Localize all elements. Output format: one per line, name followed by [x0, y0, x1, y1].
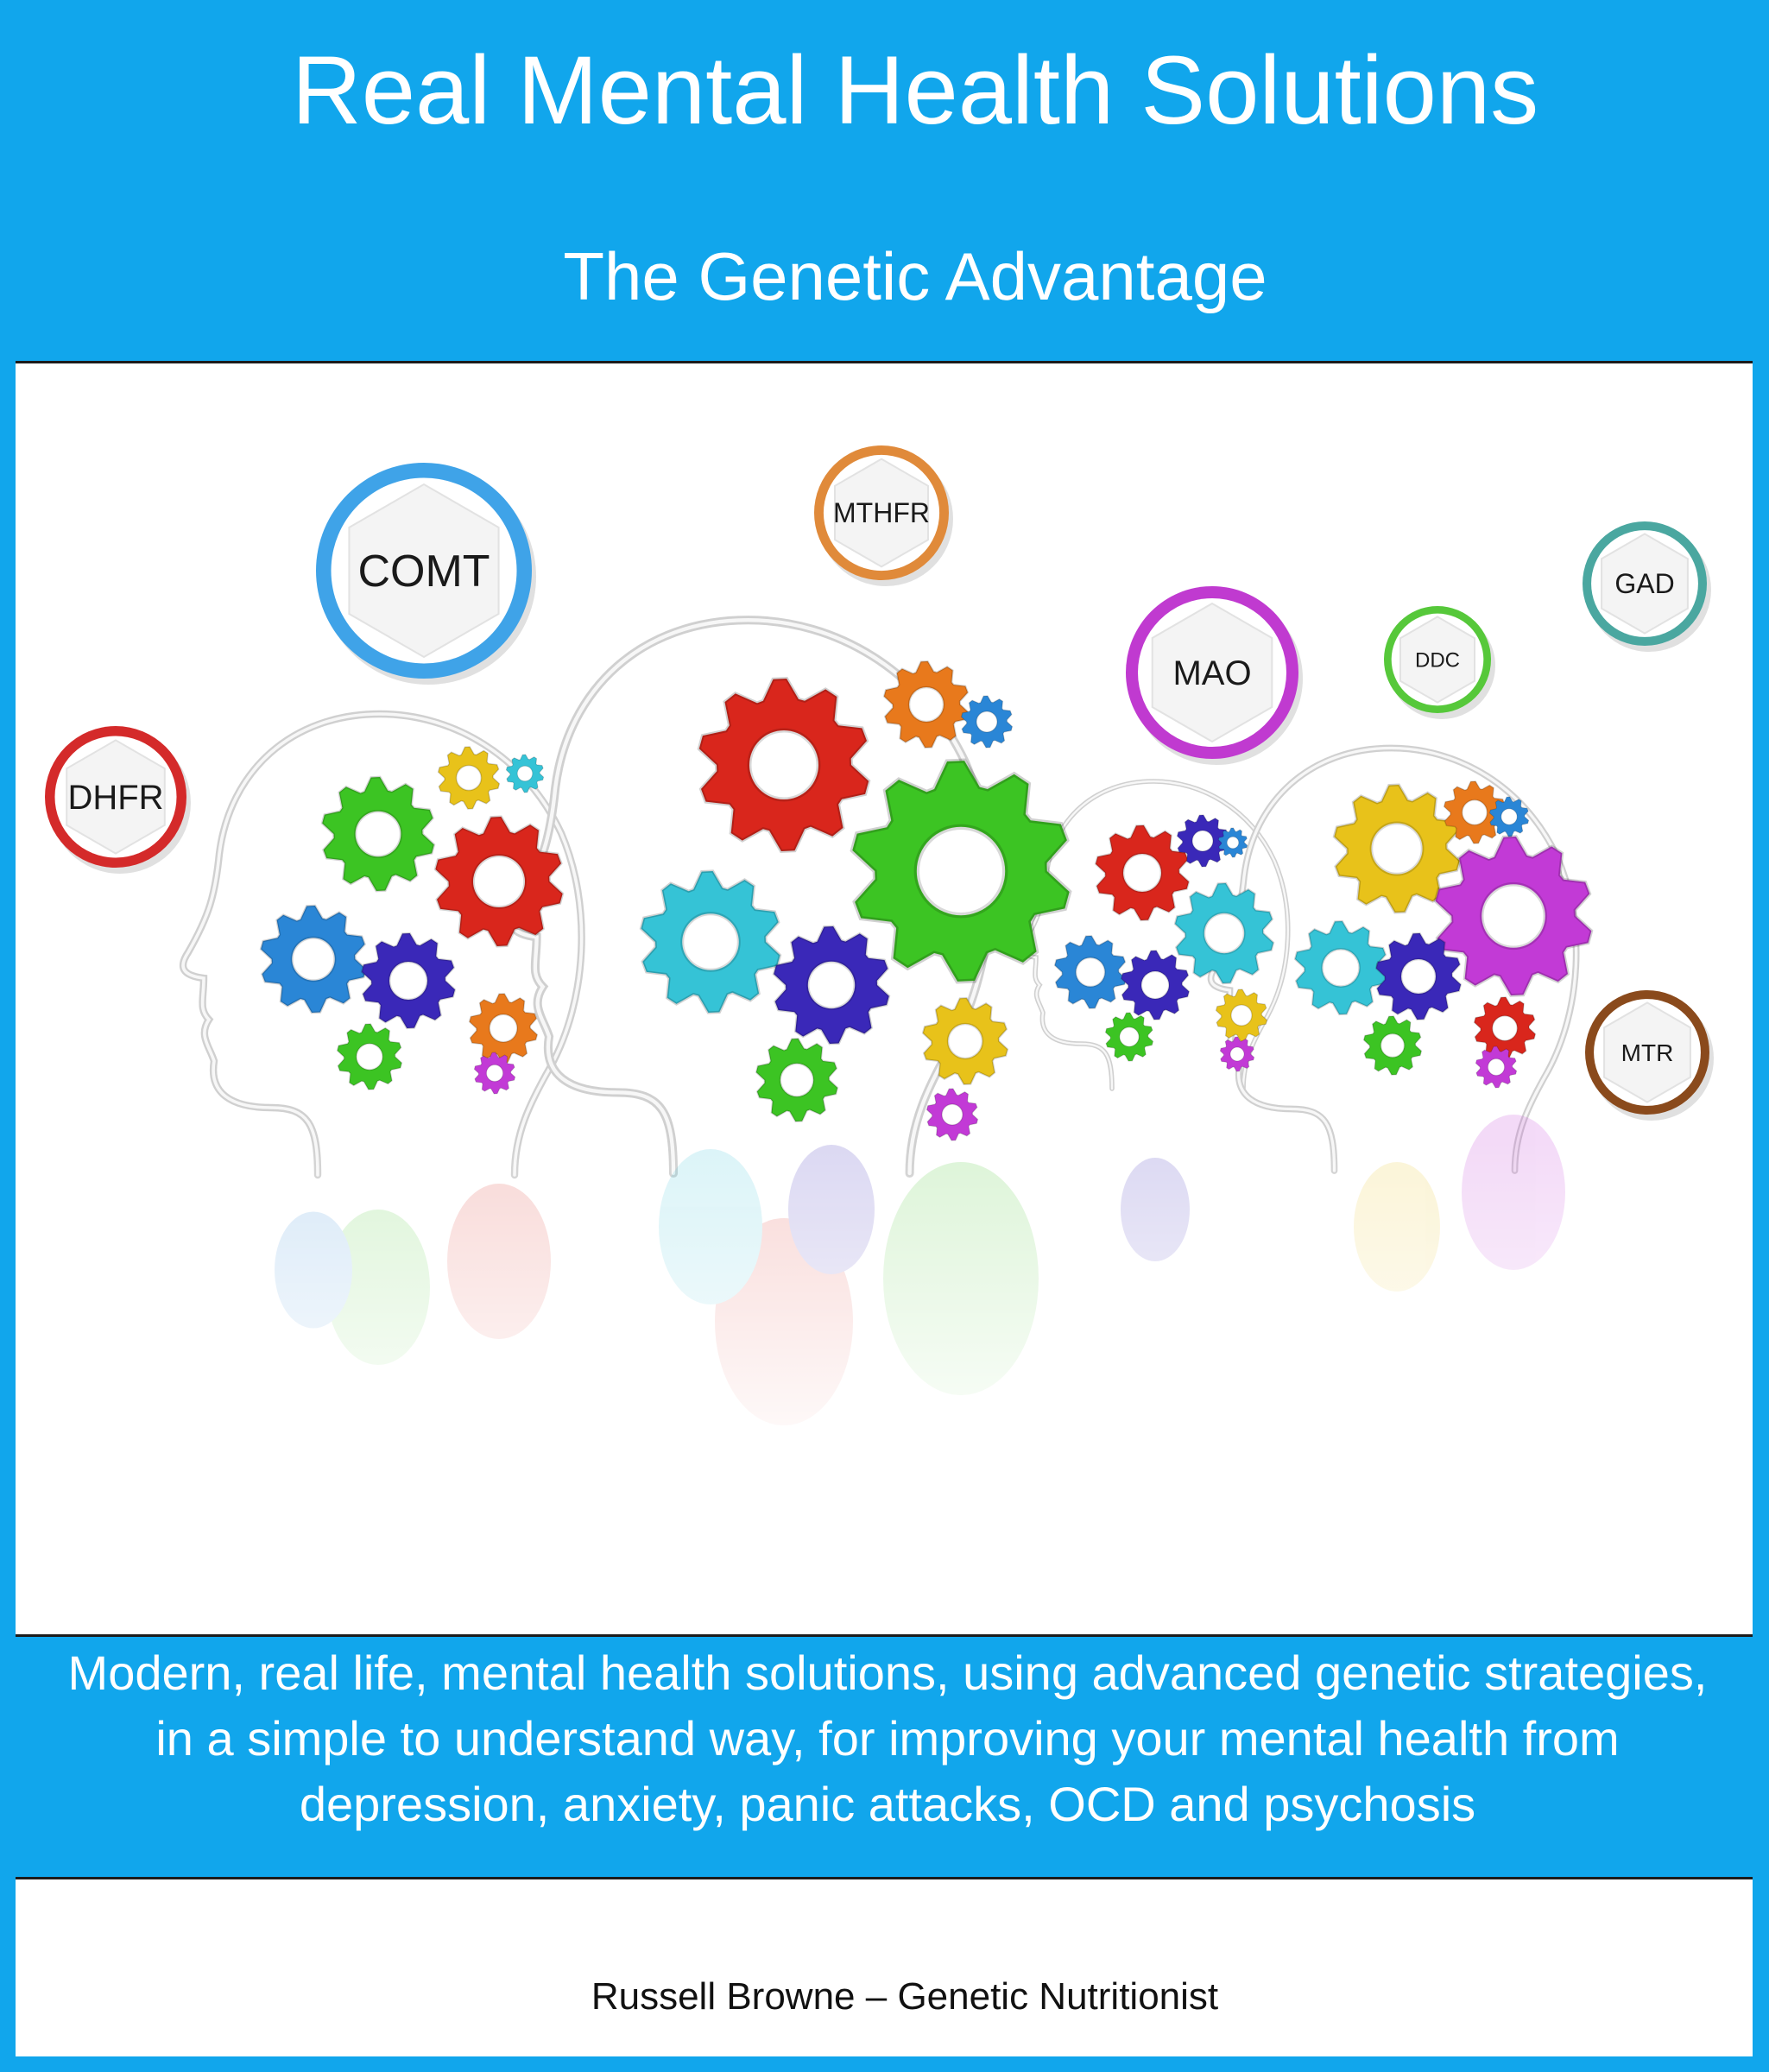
- gear-11: [882, 660, 970, 749]
- gear-28: [1332, 783, 1462, 914]
- gene-badge-comt: COMT: [316, 463, 536, 685]
- gear-13: [850, 758, 1072, 984]
- gear-26: [1104, 1012, 1154, 1062]
- gear-23: [1120, 950, 1191, 1020]
- author-credit: Russell Browne – Genetic Nutritionist: [591, 1975, 1219, 2018]
- gene-badge-ddc: DDC: [1384, 606, 1495, 719]
- tagline: Modern, real life, mental health solutio…: [67, 1646, 1708, 1831]
- gear-21: [1217, 827, 1248, 858]
- gear-15: [772, 925, 891, 1045]
- gear-19: [1094, 824, 1191, 922]
- gear-12: [960, 695, 1014, 749]
- gear-24: [1173, 881, 1275, 985]
- gear-18: [926, 1088, 979, 1141]
- gear-29: [1443, 780, 1507, 844]
- gear-8: [336, 1023, 403, 1090]
- gene-badge-gad: GAD: [1583, 521, 1711, 652]
- gear-1: [320, 775, 436, 893]
- gear-3: [437, 746, 501, 810]
- gear-33: [1374, 932, 1463, 1021]
- gear-32: [1293, 919, 1388, 1016]
- gene-badge-label: COMT: [357, 546, 490, 597]
- gene-badge-label: DDC: [1415, 648, 1460, 672]
- gear-10: [697, 676, 871, 854]
- book-subtitle: The Genetic Advantage: [563, 238, 1267, 314]
- gear-20: [1176, 814, 1229, 868]
- gear-5: [259, 904, 368, 1014]
- head-outline-4-highlight: [1209, 746, 1578, 1172]
- reflection-fade: [16, 1140, 1753, 1486]
- gear-34: [1473, 996, 1537, 1060]
- gene-badge-dhfr: DHFR: [45, 726, 191, 874]
- gear-30: [1488, 796, 1530, 837]
- gear-16: [921, 996, 1009, 1086]
- gear-25: [1215, 989, 1268, 1042]
- gear-31: [1433, 835, 1594, 997]
- gear-22: [1053, 935, 1128, 1009]
- gene-badge-label: MTR: [1621, 1039, 1674, 1066]
- gear-6: [360, 932, 457, 1030]
- gene-badge-label: DHFR: [67, 779, 163, 817]
- gear-14: [639, 869, 782, 1014]
- gene-badge-label: MAO: [1172, 654, 1251, 692]
- head-outline-1-highlight: [181, 712, 584, 1177]
- gear-9: [473, 1052, 516, 1095]
- illustration-panel: COMT MTHFR DHFR MAO DDC GAD MTR: [16, 361, 1753, 1637]
- gear-17: [755, 1038, 839, 1122]
- gene-badge-mtr: MTR: [1585, 990, 1714, 1121]
- gear-4: [505, 754, 545, 793]
- gear-7: [468, 993, 539, 1064]
- author-panel: Russell Browne – Genetic Nutritionist: [16, 1877, 1753, 2056]
- heads-with-gears-illustration: COMT MTHFR DHFR MAO DDC GAD MTR: [16, 445, 1753, 1486]
- gear-27: [1219, 1036, 1255, 1072]
- gear-35: [1362, 1015, 1423, 1076]
- gene-badge-label: MTHFR: [833, 497, 930, 528]
- gene-badge-mthfr: MTHFR: [814, 445, 953, 586]
- gear-2: [433, 815, 565, 948]
- gene-badge-mao: MAO: [1126, 586, 1303, 765]
- gear-36: [1475, 1045, 1518, 1089]
- book-title: Real Mental Health Solutions: [291, 36, 1539, 144]
- gene-badge-label: GAD: [1614, 568, 1674, 599]
